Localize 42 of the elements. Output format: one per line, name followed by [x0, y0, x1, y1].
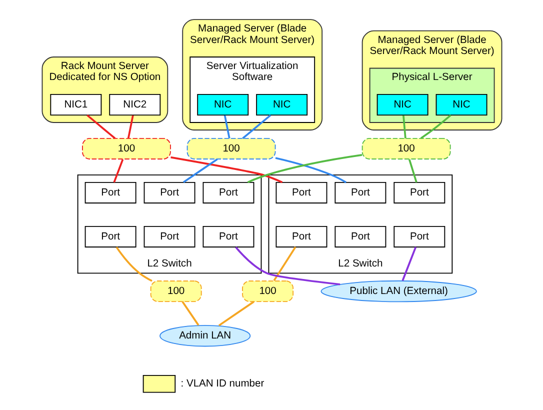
node-box: NIC1: [50, 94, 102, 116]
connector: [218, 300, 254, 326]
node-box: 100: [150, 280, 202, 302]
node-box: 100: [361, 138, 450, 160]
node-box: Port: [334, 182, 386, 204]
node-box: NIC2: [108, 94, 160, 116]
node-box: 100: [82, 138, 170, 160]
node-box: NIC: [435, 94, 487, 116]
node-box: NIC: [196, 94, 248, 116]
connector: [115, 246, 152, 282]
connector: [112, 159, 124, 183]
node-box: Port: [334, 226, 386, 248]
node-box: Port: [275, 226, 327, 248]
node-box: Port: [393, 226, 445, 248]
connector: [181, 301, 199, 326]
connector: [170, 156, 282, 184]
node-box: Port: [143, 182, 195, 204]
node-ellipse: Admin LAN: [159, 324, 250, 347]
connector: [223, 115, 230, 139]
connector: [234, 246, 340, 286]
node-box: Port: [84, 226, 136, 248]
connector: [274, 157, 346, 184]
node-box: Port: [275, 182, 327, 204]
node-box: Port: [143, 226, 195, 248]
legend-label: : VLAN ID number: [180, 378, 264, 390]
connector: [86, 114, 116, 140]
connector: [246, 154, 362, 184]
node-box: 100: [242, 280, 294, 302]
connector: [401, 246, 416, 281]
node-box: Port: [202, 182, 254, 204]
node-box: NIC: [256, 94, 308, 116]
node-box: Port: [84, 182, 136, 204]
node-box: Port: [393, 182, 445, 204]
node-box: Port: [202, 226, 254, 248]
connector: [272, 246, 296, 282]
node-box: NIC: [376, 94, 428, 116]
connector: [408, 159, 417, 183]
node-ellipse: Public LAN (External): [320, 280, 476, 302]
node-box: 100: [186, 138, 276, 160]
connector: [182, 158, 218, 184]
connector: [402, 115, 406, 138]
connector: [126, 115, 134, 139]
